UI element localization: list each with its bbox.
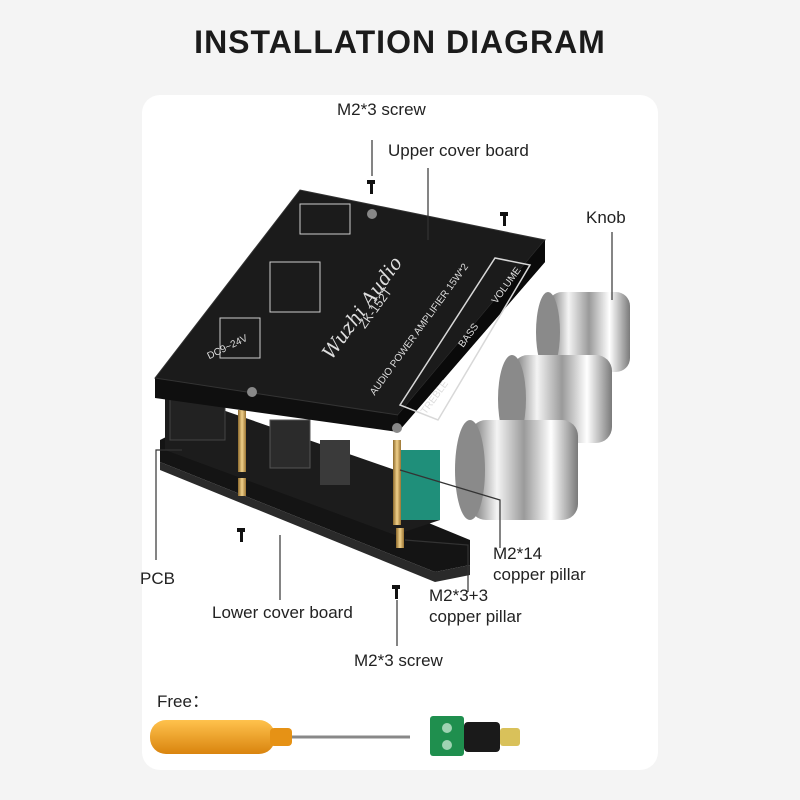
label-m2x14-pillar: M2*14 copper pillar [493,543,586,585]
label-m2x14-line2: copper pillar [493,565,586,584]
label-m2x3-3-line2: copper pillar [429,607,522,626]
free-accessories-label: Free： [157,692,209,711]
leader-lines [155,140,613,646]
upper-cover-board [154,189,546,433]
label-lower-cover-board: Lower cover board [212,603,353,622]
label-m2x3-3-pillar: M2*3+3 copper pillar [429,585,522,627]
screwdriver [150,720,410,754]
label-top-screw: M2*3 screw [337,100,426,119]
copper-pillars [238,410,404,548]
screws [237,180,508,599]
label-m2x3-3-line1: M2*3+3 [429,586,489,605]
knob-volume [536,292,630,372]
page-title: INSTALLATION DIAGRAM [194,24,606,60]
knob-treble [455,420,578,520]
label-upper-cover-board: Upper cover board [388,141,529,160]
label-pcb: PCB [140,569,175,588]
label-knob: Knob [586,208,626,227]
label-m2x14-line1: M2*14 [493,544,543,563]
dc-connector [430,716,520,756]
label-bottom-screw: M2*3 screw [354,651,443,670]
